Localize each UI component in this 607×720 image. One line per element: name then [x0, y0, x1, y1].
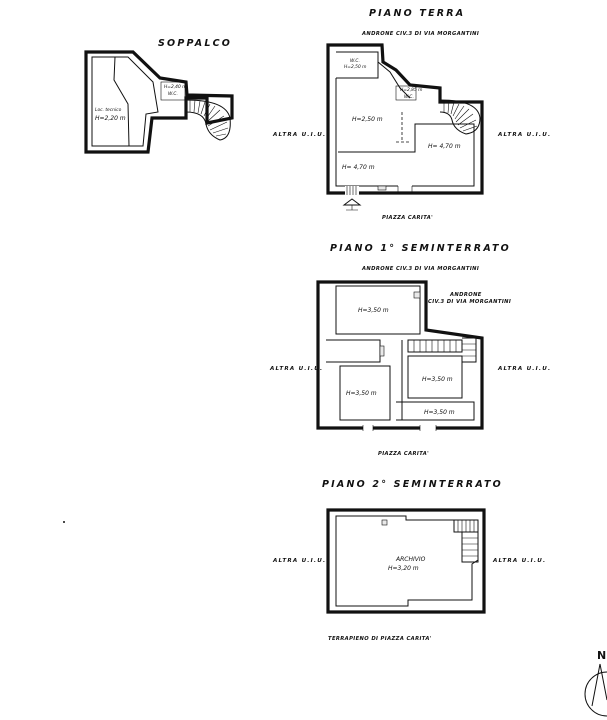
- piano-terra-room2-height: H= 4,70 m: [428, 143, 461, 150]
- piano-1-room4-height: H=3,50 m: [424, 409, 455, 416]
- soppalco-wc-height: H=2,40 m: [164, 84, 186, 90]
- piano-terra-room3-height: H= 4,70 m: [342, 164, 375, 171]
- compass-rose: N: [584, 649, 607, 717]
- entrance-arrow-icon: [342, 198, 362, 206]
- piano-2-archivio-label: ARCHIVIO: [395, 556, 426, 563]
- piano-1-androne-right-2: CIV.3 DI VIA MORGANTINI: [428, 299, 511, 305]
- compass-north-label: N: [597, 649, 606, 662]
- piano-1-room-mid: [407, 355, 463, 399]
- soppalco-inner-outline: [91, 56, 159, 147]
- piano-terra-door-jambs: [397, 186, 413, 193]
- piano-2-seminterrato-plan: PIANO 2° SEMINTERRATO ARCHIVIO H=3,20 m …: [272, 479, 546, 642]
- piano-1-walls: [316, 280, 484, 430]
- piano-terra-entrance: [345, 186, 359, 195]
- soppalco-plan: SOPPALCO H=2,40 m W.C. Loc. tecnico H=2,…: [84, 38, 234, 154]
- piano-terra-wc2-label: W.C.: [404, 94, 414, 100]
- piano-terra-plan: PIANO TERRA ANDRONE CIV.3 DI VIA MORGANT…: [272, 8, 551, 221]
- piano-1-title: PIANO 1° SEMINTERRATO: [330, 243, 511, 254]
- soppalco-wc-label: W.C.: [168, 91, 178, 97]
- piano-terra-androne: ANDRONE CIV.3 DI VIA MORGANTINI: [361, 31, 479, 37]
- piano-terra-bottom-label: PIAZZA CARITA': [382, 215, 433, 221]
- stray-mark: [63, 521, 65, 523]
- piano-2-archivio-height: H=3,20 m: [388, 565, 419, 572]
- piano-1-room-top: [335, 285, 421, 335]
- piano-terra-wc2-room: [395, 85, 417, 101]
- piano-2-left-label: ALTRA U.I.U.: [272, 558, 326, 564]
- piano-1-stair: [407, 337, 477, 363]
- piano-terra-walls: [326, 43, 484, 195]
- piano-1-room-bottom: [396, 401, 475, 421]
- soppalco-walls: [84, 50, 234, 154]
- piano-terra-inner-walls: [335, 78, 475, 187]
- piano-1-room-small: [326, 339, 381, 363]
- piano-2-title: PIANO 2° SEMINTERRATO: [322, 479, 503, 490]
- piano-terra-diagonal-wall: [377, 61, 411, 99]
- piano-2-right-label: ALTRA U.I.U.: [492, 558, 546, 564]
- piano-terra-wc1-room: [336, 51, 379, 79]
- piano-2-walls: [326, 508, 486, 614]
- piano-terra-left-label: ALTRA U.I.U.: [272, 132, 326, 138]
- soppalco-loc-height: H=2,20 m: [95, 115, 126, 122]
- piano-1-left-label: ALTRA U.I.U.: [269, 366, 323, 372]
- piano-terra-column: [377, 185, 387, 191]
- piano-terra-dashed-line: [396, 112, 410, 143]
- piano-1-right-label: ALTRA U.I.U.: [497, 366, 551, 372]
- piano-terra-wc1-height: H=2,50 m: [344, 64, 366, 70]
- piano-terra-spiral-stair: [439, 99, 481, 135]
- piano-terra-wc2-height: H=2,85 m: [400, 87, 422, 93]
- piano-1-room3-height: H=3,50 m: [346, 390, 377, 397]
- piano-1-androne-right-1: ANDRONE: [449, 292, 482, 298]
- piano-terra-right-label: ALTRA U.I.U.: [497, 132, 551, 138]
- piano-terra-wc1-label: W.C.: [350, 58, 360, 64]
- piano-1-room-left: [339, 365, 391, 421]
- piano-terra-room1-height: H=2,50 m: [352, 116, 383, 123]
- piano-1-door-right: [420, 425, 436, 431]
- soppalco-interior-wall: [113, 56, 130, 147]
- compass-circle: [584, 671, 607, 717]
- piano-1-door-jambs: [362, 425, 437, 431]
- piano-1-seminterrato-plan: PIANO 1° SEMINTERRATO ANDRONE CIV.3 DI V…: [269, 243, 551, 457]
- piano-2-bottom-label: TERRAPIENO DI PIAZZA CARITA': [328, 636, 432, 642]
- piano-1-room1-height: H=3,50 m: [358, 307, 389, 314]
- piano-1-room2-height: H=3,50 m: [422, 376, 453, 383]
- piano-2-inner-outline: [335, 515, 479, 607]
- piano-1-column: [413, 291, 421, 299]
- piano-2-stair: [453, 519, 479, 563]
- piano-1-door-left: [363, 425, 373, 431]
- compass-needle-icon: [591, 663, 607, 707]
- piano-1-bottom-label: PIAZZA CARITA': [378, 451, 429, 457]
- piano-1-column-2: [379, 345, 385, 357]
- piano-terra-title: PIANO TERRA: [369, 8, 465, 19]
- soppalco-title: SOPPALCO: [158, 38, 232, 49]
- soppalco-spiral-stair: [185, 99, 231, 141]
- piano-2-column: [381, 519, 388, 526]
- entrance-arrow-base: [346, 205, 358, 211]
- soppalco-wc-room: [160, 81, 186, 101]
- piano-terra-door: [398, 183, 412, 191]
- piano-1-androne: ANDRONE CIV.3 DI VIA MORGANTINI: [361, 266, 479, 272]
- soppalco-loc-label: Loc. tecnico: [95, 107, 122, 113]
- piano-terra-entrance-steps: [346, 186, 357, 195]
